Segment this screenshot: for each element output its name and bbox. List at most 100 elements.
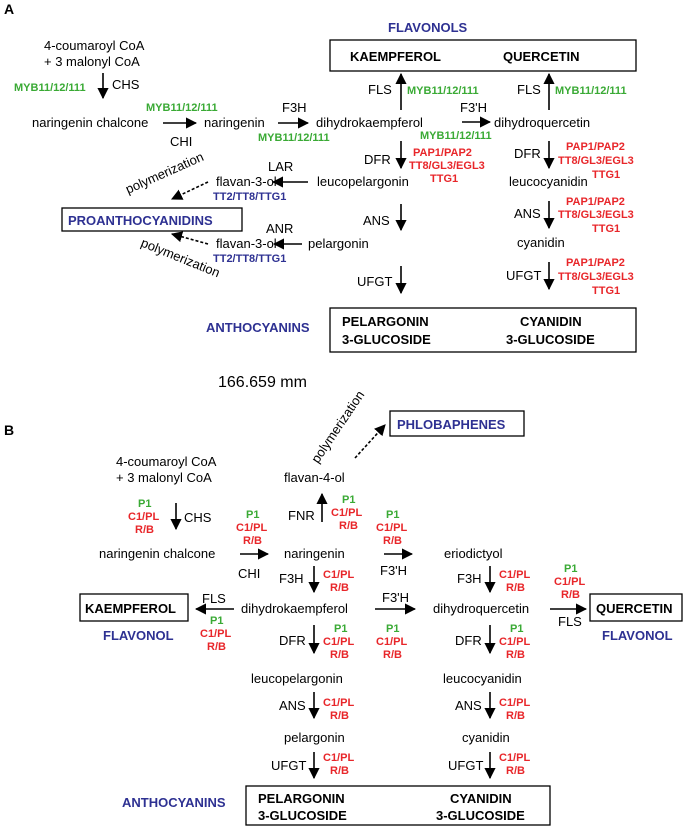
c1pl-fls-b2: C1/PL (554, 576, 585, 588)
c1pl-dfr-b2: C1/PL (499, 636, 530, 648)
phlobaphenes-box (389, 410, 525, 437)
tt2-anr-a: TT2/TT8/TTG1 (213, 253, 286, 265)
rb-chi-b: R/B (243, 535, 262, 547)
myb-f3h-a: MYB11/12/111 (258, 132, 330, 144)
rb-fls-b2: R/B (561, 589, 580, 601)
myb-chi-a: MYB11/12/111 (146, 102, 218, 114)
p1-fls-b1: P1 (210, 615, 223, 627)
c1pl-f3ph-b1: C1/PL (376, 522, 407, 534)
ans-label-b2: ANS (455, 698, 482, 713)
tt8-dfr-a2: TT8/GL3/EGL3 (558, 155, 634, 167)
p1-chs-b: P1 (138, 498, 151, 510)
flavonols-box (329, 39, 637, 72)
f3ph-label-b1: F3'H (380, 563, 407, 578)
f3h-label-b2: F3H (457, 571, 482, 586)
f3ph-label-b2: F3'H (382, 590, 409, 605)
pap-dfr-a1: PAP1/PAP2 (413, 147, 472, 159)
dihydrokaempferol-a: dihydrokaempferol (316, 115, 423, 130)
c1pl-fls-b1: C1/PL (200, 628, 231, 640)
ufgt-label-b2: UFGT (448, 758, 483, 773)
c1pl-dfr-b1: C1/PL (323, 636, 354, 648)
c1pl-fnr-b: C1/PL (331, 507, 362, 519)
pap-dfr-a2: PAP1/PAP2 (566, 141, 625, 153)
c1pl-f3h-b2: C1/PL (499, 569, 530, 581)
arrow-polymer-a1 (170, 181, 209, 200)
c1pl-f3h-b1: C1/PL (323, 569, 354, 581)
leucocyanidin-b: leucocyanidin (443, 671, 522, 686)
flavonols-title: FLAVONOLS (388, 20, 468, 35)
anthocyanins-title-b: ANTHOCYANINS (122, 795, 226, 810)
pap-ans-a2: PAP1/PAP2 (566, 196, 625, 208)
start-substrate-line1: 4-coumaroyl CoA (44, 38, 145, 53)
rb-fls-b1: R/B (207, 641, 226, 653)
p1-dfr-b1: P1 (334, 623, 347, 635)
p1-dfr-b2: P1 (510, 623, 523, 635)
dfr-label-b1: DFR (279, 633, 306, 648)
rb-f3ph-b2: R/B (383, 649, 402, 661)
cyanidin-a: cyanidin (517, 235, 565, 250)
ttg1-ans-a2: TTG1 (592, 223, 620, 235)
rb-ans-b1: R/B (330, 710, 349, 722)
dfr-label-b2: DFR (455, 633, 482, 648)
chi-label-a: CHI (170, 134, 192, 149)
panel-b-label: B (4, 422, 14, 438)
fls-label-b1: FLS (202, 591, 226, 606)
flavan3ol-a1: flavan-3-ol (216, 174, 277, 189)
p1-f3ph-b2: P1 (386, 623, 399, 635)
naringenin-b: naringenin (284, 546, 345, 561)
rb-f3h-b2: R/B (506, 582, 525, 594)
polymerization-a2: polymerization (139, 235, 222, 280)
rb-ans-b2: R/B (506, 710, 525, 722)
tt8-ans-a2: TT8/GL3/EGL3 (558, 209, 634, 221)
pelargonin-glc2-b: 3-GLUCOSIDE (258, 808, 347, 823)
panel-b: B PHLOBAPHENES polymerization 4-coumaroy… (4, 388, 683, 826)
rb-f3ph-b1: R/B (383, 535, 402, 547)
naringenin-a: naringenin (204, 115, 265, 130)
cyanidin-glc2-a: 3-GLUCOSIDE (506, 332, 595, 347)
tt8-dfr-a1: TT8/GL3/EGL3 (409, 160, 485, 172)
p1-fnr-b: P1 (342, 494, 355, 506)
rb-fnr-b: R/B (339, 520, 358, 532)
eriodictyol-b: eriodictyol (444, 546, 503, 561)
fnr-label-b: FNR (288, 508, 315, 523)
ans-label-a1: ANS (363, 213, 390, 228)
ttg1-dfr-a1: TTG1 (430, 173, 458, 185)
c1pl-chs-b: C1/PL (128, 511, 159, 523)
c1pl-ans-b2: C1/PL (499, 697, 530, 709)
pelargonin-glc2-a: 3-GLUCOSIDE (342, 332, 431, 347)
quercetin-b: QUERCETIN (596, 601, 673, 616)
naringenin-chalcone-b: naringenin chalcone (99, 546, 215, 561)
rb-ufgt-b2: R/B (506, 765, 525, 777)
anthocyanins-box-b (245, 785, 551, 826)
fls-label-a1: FLS (368, 82, 392, 97)
chs-label-b: CHS (184, 510, 212, 525)
start-substrate-line1-b: 4-coumaroyl CoA (116, 454, 217, 469)
c1pl-ufgt-b1: C1/PL (323, 752, 354, 764)
quercetin-a: QUERCETIN (503, 49, 580, 64)
leucopelargonin-b: leucopelargonin (251, 671, 343, 686)
flavan3ol-a2: flavan-3-ol (216, 236, 277, 251)
kaempferol-box-b (79, 593, 189, 622)
p1-fls-b2: P1 (564, 563, 577, 575)
arrow-polymer-b (354, 424, 386, 459)
proanthocyanidins: PROANTHOCYANIDINS (68, 213, 213, 228)
myb-fls-a2: MYB11/12/111 (555, 85, 627, 97)
c1pl-ufgt-b2: C1/PL (499, 752, 530, 764)
panel-a: A FLAVONOLS KAEMPFEROL QUERCETIN 4-couma… (4, 1, 637, 353)
myb-f3ph-a: MYB11/12/111 (420, 130, 492, 142)
arrow-polymer-a2 (170, 231, 209, 245)
pelargonin-b: pelargonin (284, 730, 345, 745)
dfr-label-a2: DFR (514, 146, 541, 161)
rb-dfr-b2: R/B (506, 649, 525, 661)
fls-label-b2: FLS (558, 614, 582, 629)
ttg1-ufgt-a2: TTG1 (592, 285, 620, 297)
naringenin-chalcone-a: naringenin chalcone (32, 115, 148, 130)
rb-dfr-b1: R/B (330, 649, 349, 661)
start-substrate-line2-b: + 3 malonyl CoA (116, 470, 212, 485)
flavonol-right-b: FLAVONOL (602, 628, 673, 643)
pap-ufgt-a2: PAP1/PAP2 (566, 257, 625, 269)
c1pl-f3ph-b2: C1/PL (376, 636, 407, 648)
ans-label-a2: ANS (514, 206, 541, 221)
dihydroquercetin-a: dihydroquercetin (494, 115, 590, 130)
